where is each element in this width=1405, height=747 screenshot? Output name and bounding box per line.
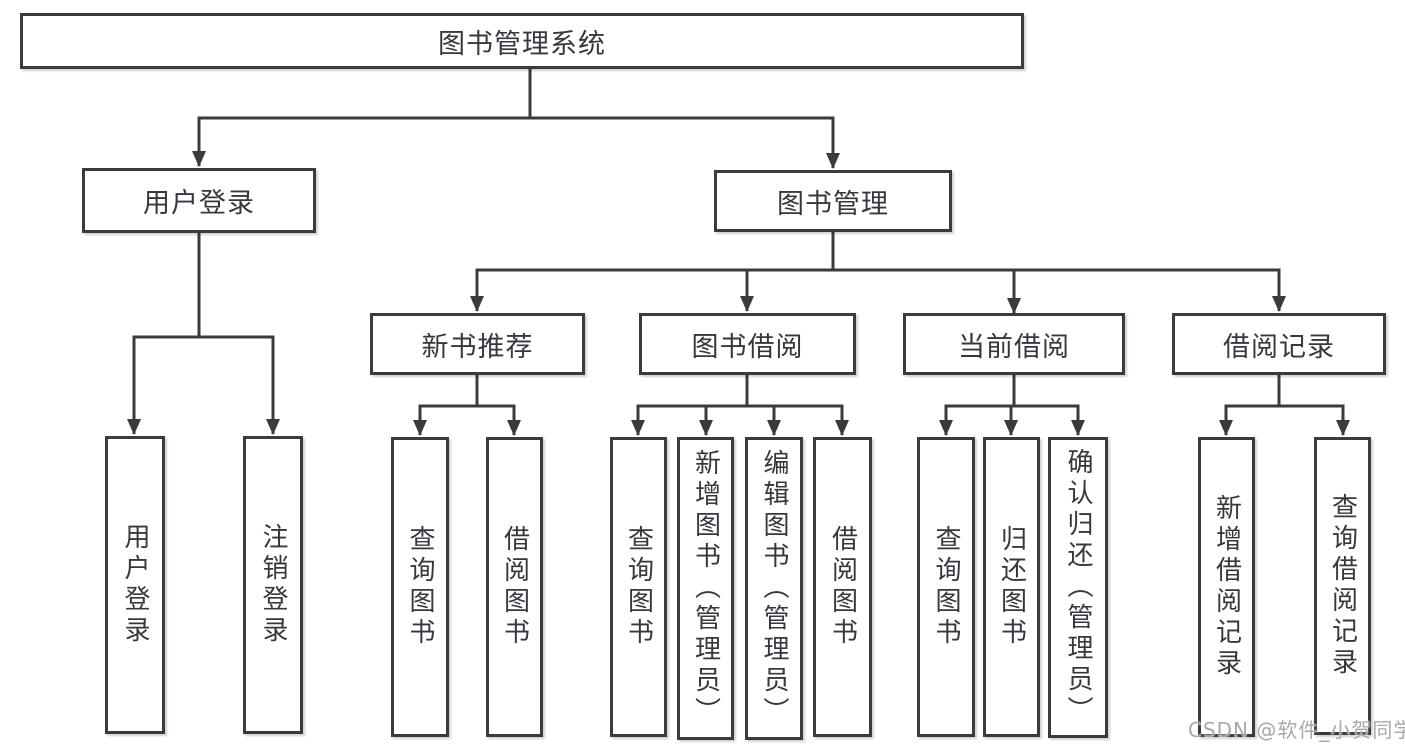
leaf-cb-query-book-label: 查询图书: [931, 525, 961, 649]
node-borrow-record: 借阅记录: [1172, 313, 1386, 375]
leaf-bb-borrow-book: 借阅图书: [813, 437, 872, 737]
leaf-bb-borrow-book-label: 借阅图书: [827, 525, 858, 649]
leaf-bb-add-book-label: 新增图书（管理员）: [690, 449, 721, 728]
leaf-nb-borrow-book-label: 借阅图书: [499, 525, 530, 649]
leaf-bb-query-book-label: 查询图书: [623, 525, 654, 649]
node-root: 图书管理系统: [20, 13, 1024, 69]
node-new-book-recommend-label: 新书推荐: [421, 331, 534, 363]
node-book-borrow-label: 图书借阅: [691, 331, 804, 363]
node-borrow-record-label: 借阅记录: [1223, 331, 1335, 363]
leaf-cb-query-book: 查询图书: [917, 437, 975, 737]
arrow-lines: [127, 118, 1350, 436]
leaf-br-query-record: 查询借阅记录: [1314, 437, 1371, 735]
node-book-management: 图书管理: [714, 170, 952, 232]
node-user-login-label: 用户登录: [143, 188, 255, 219]
leaf-cb-confirm-return-label: 确认归还（管理员）: [1063, 448, 1093, 727]
leaf-bb-query-book: 查询图书: [610, 437, 667, 737]
leaf-nb-query-book: 查询图书: [391, 437, 449, 737]
leaf-br-query-record-label: 查询借阅记录: [1327, 493, 1358, 679]
csdn-watermark: CSDN @软件_小贺同学: [1188, 718, 1405, 742]
node-user-login: 用户登录: [82, 168, 316, 233]
leaf-cb-return-book: 归还图书: [983, 437, 1040, 737]
node-book-management-label: 图书管理: [777, 188, 889, 220]
leaf-logout: 注销登录: [243, 436, 303, 734]
node-current-borrow-label: 当前借阅: [958, 331, 1070, 363]
leaf-nb-borrow-book: 借阅图书: [486, 437, 543, 737]
node-current-borrow: 当前借阅: [903, 313, 1125, 375]
leaf-cb-confirm-return: 确认归还（管理员）: [1048, 437, 1108, 738]
node-book-borrow: 图书借阅: [639, 313, 856, 375]
branch-lines: [132, 67, 1345, 408]
leaf-bb-edit-book: 编辑图书（管理员）: [745, 437, 803, 740]
leaf-nb-query-book-label: 查询图书: [405, 525, 435, 649]
leaf-bb-add-book: 新增图书（管理员）: [677, 437, 734, 740]
leaf-bb-edit-book-label: 编辑图书（管理员）: [759, 449, 789, 728]
leaf-login-label: 用户登录: [120, 523, 150, 647]
leaf-login: 用户登录: [105, 436, 165, 734]
leaf-logout-label: 注销登录: [258, 523, 288, 647]
leaf-br-add-record: 新增借阅记录: [1198, 437, 1255, 737]
leaf-br-add-record-label: 新增借阅记录: [1211, 494, 1242, 680]
node-root-label: 图书管理系统: [438, 28, 606, 60]
leaf-cb-return-book-label: 归还图书: [996, 525, 1027, 649]
node-new-book-recommend: 新书推荐: [370, 313, 585, 375]
